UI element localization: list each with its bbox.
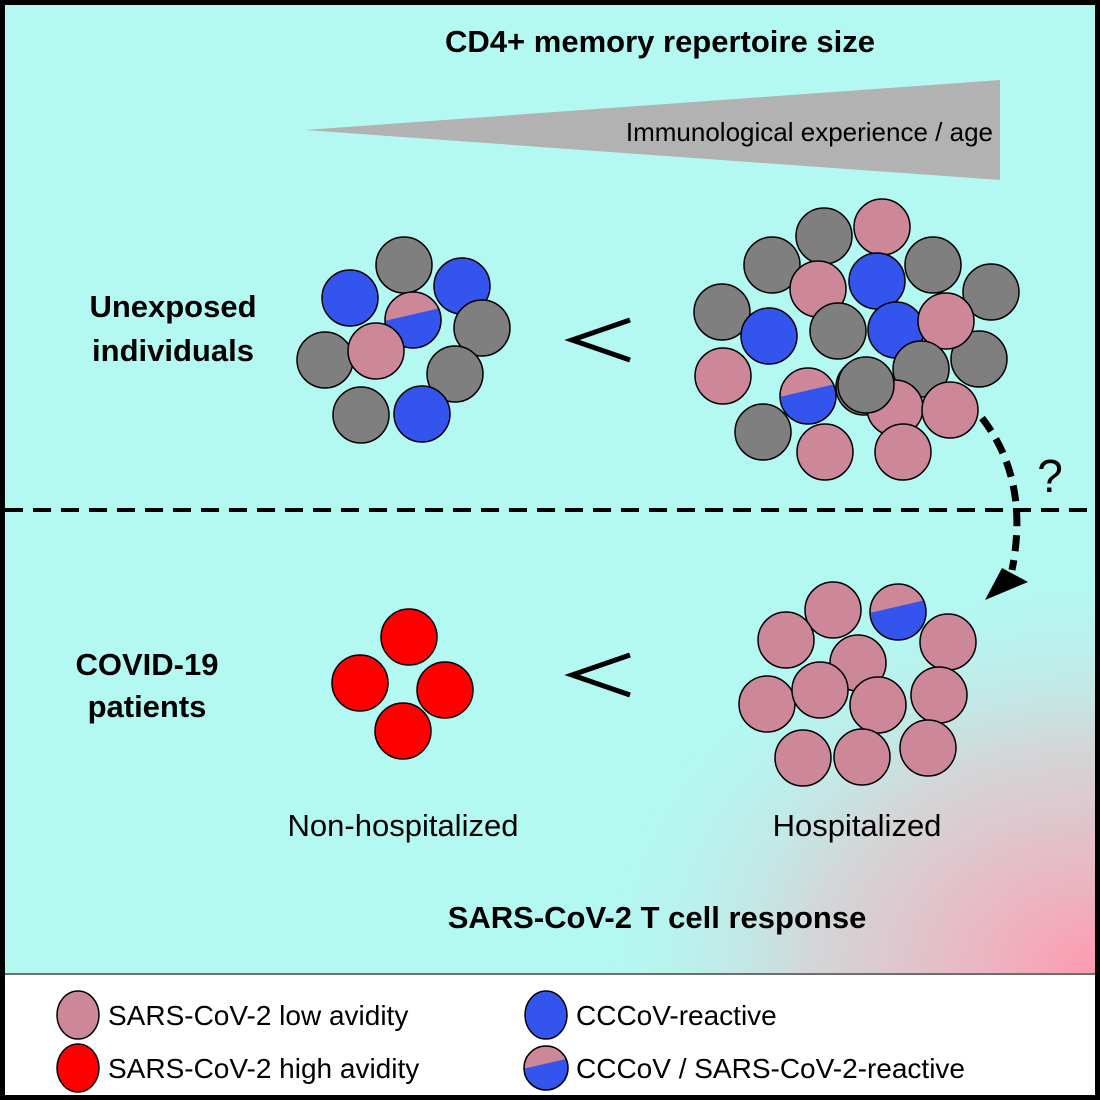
bottom-title: SARS-CoV-2 T cell response [448, 900, 867, 935]
legend-item-low: SARS-CoV-2 low avidity [56, 990, 408, 1040]
progression-arrow [979, 415, 1021, 571]
less-than-symbol-bottom [564, 652, 631, 698]
cell-gray [795, 207, 853, 265]
cell-gray [693, 283, 751, 341]
cluster-hospitalized [738, 581, 977, 787]
label-hospitalized: Hospitalized [773, 808, 942, 843]
cell-blue [321, 269, 379, 327]
cell-gray [375, 236, 433, 294]
legend-item-dual: CCCoV / SARS-CoV-2-reactive [523, 1045, 965, 1091]
experience-wedge [305, 80, 1000, 180]
cell-high [380, 608, 438, 666]
cell-low [853, 198, 911, 256]
cell-blue [740, 307, 798, 365]
cluster-unexposed-young [296, 236, 511, 444]
cell-low [917, 292, 975, 350]
cell-high [331, 654, 389, 712]
figure-title: CD4+ memory repertoire size [445, 24, 875, 59]
arrowhead-icon [985, 568, 1028, 600]
row-label-unexposed-line2: individuals [92, 333, 254, 368]
legend-swatch-low-icon [56, 990, 100, 1040]
cell-low [919, 613, 977, 671]
cell-low [757, 611, 815, 669]
cell-gray [950, 330, 1008, 388]
legend: SARS-CoV-2 low avidity CCCoV-reactiveSARS… [56, 990, 965, 1093]
cluster-non-hospitalized [331, 608, 474, 760]
cell-gray [837, 356, 895, 414]
cell-gray [332, 386, 390, 444]
cell-gray [453, 299, 511, 357]
experience-wedge-label: Immunological experience / age [626, 117, 993, 147]
cell-gray [904, 236, 962, 294]
cell-low [910, 666, 968, 724]
cell-gray [426, 345, 484, 403]
cell-high [374, 702, 432, 760]
cell-low [796, 423, 854, 481]
legend-label-low: SARS-CoV-2 low avidity [108, 1000, 408, 1031]
less-than-symbol-top [564, 317, 631, 363]
cell-low [804, 581, 862, 639]
row-label-covid-line2: patients [88, 689, 207, 724]
legend-item-cccov: CCCoV-reactive [524, 990, 777, 1040]
cell-gray [296, 331, 354, 389]
legend-label-high: SARS-CoV-2 high avidity [108, 1053, 419, 1084]
cell-low [874, 423, 932, 481]
cell-low [899, 719, 957, 777]
cell-low [347, 322, 405, 380]
cell-gray [734, 403, 792, 461]
cell-gray [962, 263, 1020, 321]
cell-blue [848, 252, 906, 310]
cell-gray [809, 302, 867, 360]
cell-low [849, 676, 907, 734]
label-non-hospitalized: Non-hospitalized [288, 808, 519, 843]
question-mark: ? [1037, 450, 1063, 502]
legend-swatch-cccov-icon [524, 990, 568, 1040]
legend-swatch-high-icon [56, 1043, 100, 1093]
cell-low [921, 381, 979, 439]
legend-item-high: SARS-CoV-2 high avidity [56, 1043, 419, 1093]
legend-label-dual: CCCoV / SARS-CoV-2-reactive [576, 1053, 965, 1084]
cell-low [774, 729, 832, 787]
cell-dual-reactive [869, 583, 927, 641]
cell-low [791, 661, 849, 719]
cell-blue [393, 385, 451, 443]
row-label-unexposed-line1: Unexposed [89, 289, 256, 324]
cluster-unexposed-old [693, 198, 1020, 481]
cell-dual-reactive [779, 367, 837, 425]
cell-gray [743, 236, 801, 294]
cell-low [833, 728, 891, 786]
cell-low [694, 347, 752, 405]
cell-high [416, 661, 474, 719]
row-label-covid-line1: COVID-19 [76, 647, 219, 682]
legend-label-cccov: CCCoV-reactive [576, 1000, 777, 1031]
legend-swatch-dual-icon [523, 1045, 569, 1091]
cell-low [738, 675, 796, 733]
